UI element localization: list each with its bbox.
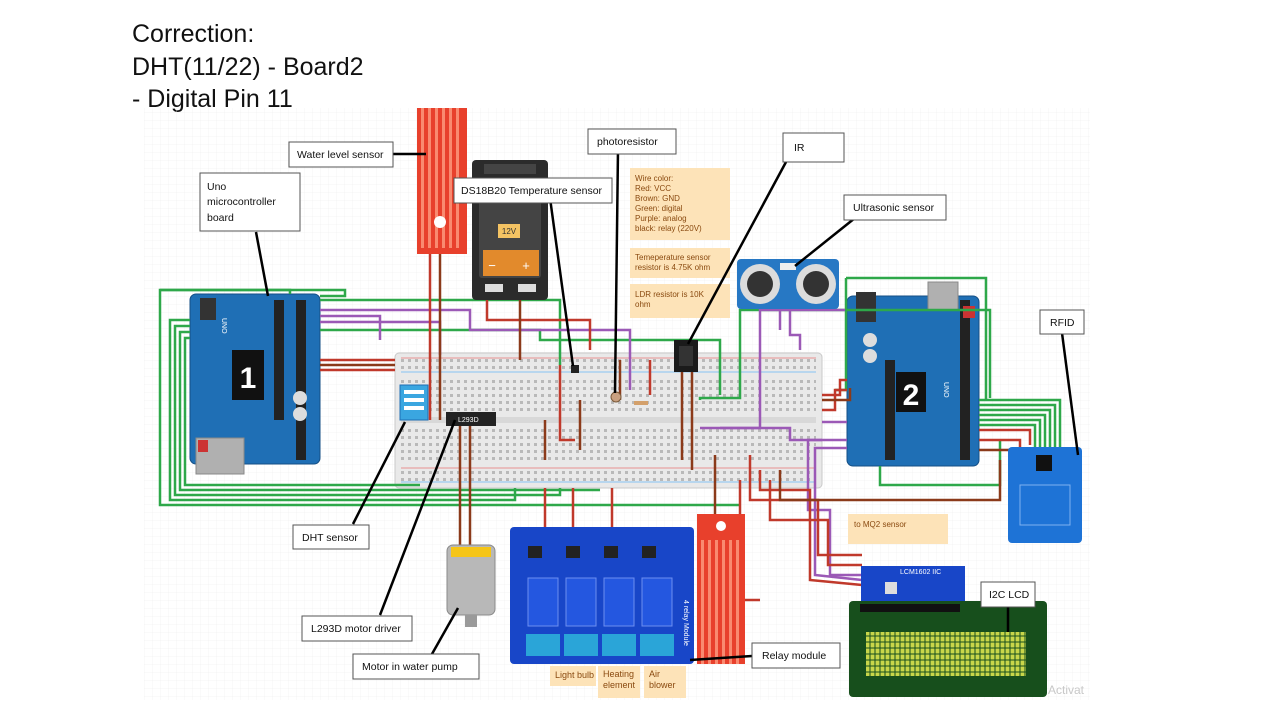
ir-sensor [674, 340, 698, 372]
label-water-level-sensor-text: Water level sensor [297, 149, 384, 161]
relay-module-board: 4 relay Module [510, 527, 694, 664]
note-wire-colors-line-5: black: relay (220V) [635, 224, 702, 233]
relay-load-heating: Heating element [598, 666, 640, 698]
note-wire-colors-line-2: Brown: GND [635, 194, 680, 203]
ds18b20-probe [571, 365, 579, 373]
note-temp-resistor-line-0: Temeperature sensor [635, 253, 711, 262]
water-level-sensor-2 [697, 514, 745, 664]
relay-load-light-bulb-text: Light bulb [555, 670, 594, 680]
label-water-level-sensor: Water level sensor [288, 141, 394, 168]
correction-line-board: DHT(11/22) - Board2 [132, 52, 364, 81]
battery-plus: + [522, 258, 530, 273]
i2c-lcd: LCM1602 IIC [849, 566, 1047, 697]
label-relay-module: Relay module [751, 642, 841, 669]
label-dht-sensor: DHT sensor [292, 524, 370, 550]
label-ds18b20: DS18B20 Temperature sensor [453, 177, 613, 204]
label-rfid: RFID [1039, 309, 1085, 335]
label-ultrasonic: Ultrasonic sensor [843, 194, 947, 221]
relay-load-light-bulb: Light bulb [550, 666, 596, 686]
note-temp-resistor-line-1: resistor is 4.75K ohm [635, 263, 710, 272]
label-photoresistor: photoresistor [587, 128, 677, 155]
board-1-uno-mark: UNO [220, 318, 227, 334]
note-wire-colors-line-1: Red: VCC [635, 184, 671, 193]
label-uno-board-line-2: board [207, 212, 234, 224]
battery-minus: − [488, 258, 496, 273]
correction-title: Correction: [132, 20, 255, 48]
note-wire-colors-line-4: Purple: analog [635, 214, 687, 223]
relay-load-air-line-0: Air [649, 669, 660, 679]
dht-sensor [399, 384, 429, 421]
dc-motor [446, 544, 496, 627]
relay-load-heating-line-0: Heating [603, 669, 634, 679]
label-i2c-lcd: I2C LCD [980, 581, 1036, 608]
note-to-mq2: to MQ2 sensor [848, 514, 948, 544]
label-uno-board-line-0: Uno [207, 181, 226, 193]
label-i2c-lcd-text: I2C LCD [989, 589, 1030, 601]
relay-load-air-line-1: blower [649, 680, 676, 690]
relay-side-text: 4 relay Module [682, 600, 689, 646]
l293d-chip: L293D [446, 412, 496, 426]
label-photoresistor-text: photoresistor [597, 136, 658, 148]
label-uno-board: Uno microcontroller board [199, 172, 301, 232]
relay-load-air: Air blower [644, 666, 686, 698]
note-ldr-resistor-line-0: LDR resistor is 10K [635, 290, 705, 299]
note-wire-colors-line-3: Green: digital [635, 204, 683, 213]
label-l293d: L293D motor driver [301, 615, 413, 642]
board-2-uno-mark: UNO [942, 382, 949, 398]
l293d-chip-text: L293D [458, 417, 479, 424]
battery-voltage: 12V [502, 227, 517, 236]
note-wire-colors: Wire color: Red: VCC Brown: GND Green: d… [630, 168, 730, 240]
correction-note: Correction: DHT(11/22) - Board2 - Digita… [132, 18, 364, 116]
note-wire-colors-line-0: Wire color: [635, 174, 673, 183]
board-2-number: 2 [903, 379, 920, 412]
note-to-mq2-text: to MQ2 sensor [854, 520, 907, 529]
label-uno-board-line-1: microcontroller [207, 196, 276, 208]
label-rfid-text: RFID [1050, 317, 1075, 329]
activation-watermark: Activat [1048, 683, 1085, 697]
label-l293d-text: L293D motor driver [311, 623, 401, 635]
label-dht-sensor-text: DHT sensor [302, 532, 358, 544]
board-1-number: 1 [240, 362, 257, 395]
label-ultrasonic-text: Ultrasonic sensor [853, 202, 935, 214]
relay-load-heating-line-1: element [603, 680, 636, 690]
callout-lines [254, 149, 1080, 662]
label-motor-text: Motor in water pump [362, 661, 458, 673]
arduino-board-1: 1 UNO [189, 293, 321, 475]
label-ds18b20-text: DS18B20 Temperature sensor [461, 185, 603, 197]
lcd-backpack-text: LCM1602 IIC [900, 569, 941, 576]
note-temp-resistor: Temeperature sensor resistor is 4.75K oh… [630, 248, 730, 278]
note-ldr-resistor-line-1: ohm [635, 300, 651, 309]
ultrasonic-sensor [737, 259, 839, 309]
label-motor: Motor in water pump [352, 653, 480, 680]
label-relay-module-text: Relay module [762, 650, 826, 662]
label-ir-text: IR [794, 142, 805, 154]
rfid-module [1008, 447, 1082, 543]
note-ldr-resistor: LDR resistor is 10K ohm [630, 284, 730, 318]
arduino-board-2: 2 UNO [846, 281, 980, 467]
label-ir: IR [782, 132, 845, 163]
